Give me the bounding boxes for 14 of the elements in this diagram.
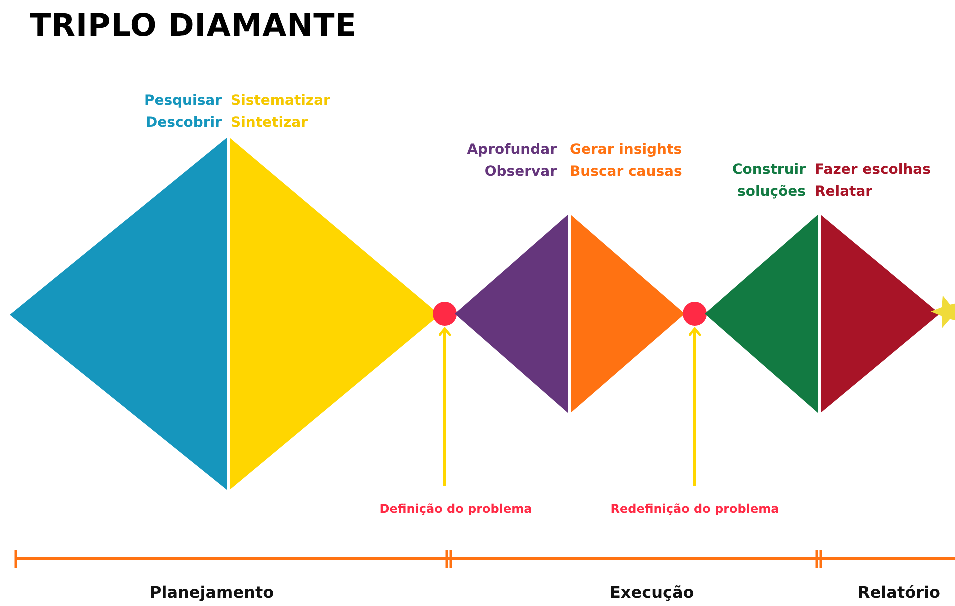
annotation-text: Definição do problema (378, 501, 534, 518)
phase-label: Execução (610, 583, 694, 602)
diagram-title: TRIPLO DIAMANTE (30, 8, 357, 44)
annotation-text: Redefinição do problema (610, 501, 780, 518)
step-label: Pesquisar Descobrir (143, 92, 222, 133)
phase-label: Planejamento (150, 583, 274, 602)
leader-arrow (438, 328, 452, 486)
step-label: Sistematizar Sintetizar (231, 92, 332, 133)
phase-label: Relatório (858, 583, 940, 602)
step-label: Aprofundar Observar (466, 141, 557, 182)
leader-arrow (688, 328, 702, 486)
step-label: Fazer escolhas Relatar (815, 161, 932, 202)
step-label: Construir soluções (732, 161, 806, 202)
step-label: Gerar insights Buscar causas (570, 141, 684, 182)
